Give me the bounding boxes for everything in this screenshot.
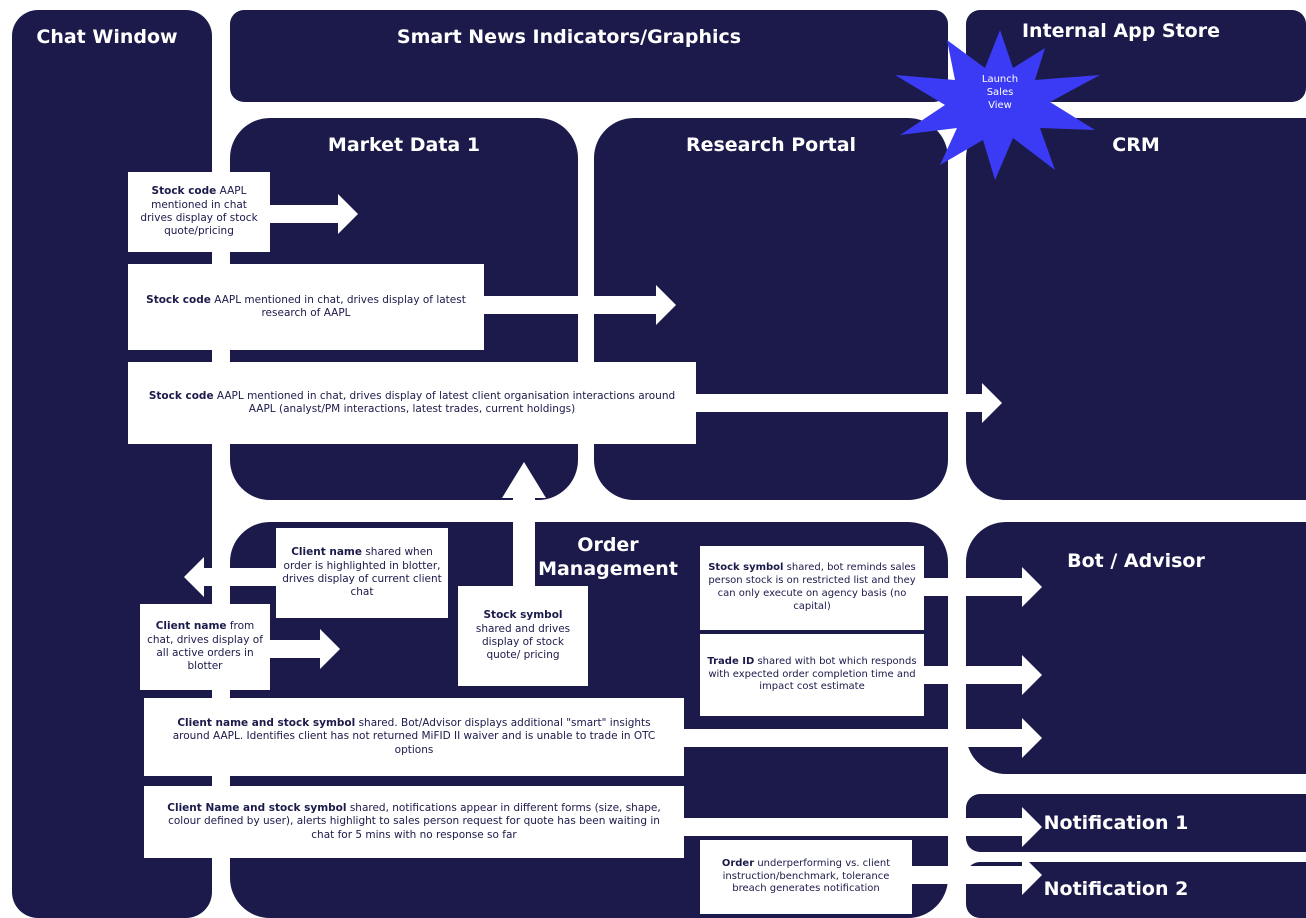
note-text: underperforming vs. client instruction/b… <box>722 857 891 895</box>
notification-2-panel: Notification 2 <box>966 862 1306 918</box>
launch-sales-view-label: Launch Sales View <box>981 74 1019 111</box>
launch-sales-view-burst[interactable]: Launch Sales View <box>895 30 1105 180</box>
note-text: AAPL mentioned in chat, drives display o… <box>213 389 676 415</box>
note-client-name-blotter: Client name shared when order is highlig… <box>276 528 448 618</box>
note-order-underperforming: Order underperforming vs. client instruc… <box>700 840 912 914</box>
smart-news-title: Smart News Indicators/Graphics <box>396 26 742 48</box>
notification-1-title: Notification 1 <box>1043 812 1189 834</box>
note-trade-id: Trade ID shared with bot which responds … <box>700 634 924 716</box>
note-stock-symbol-quote: Stock symbol shared and drives display o… <box>458 586 588 686</box>
note-stock-code-research: Stock code AAPL mentioned in chat, drive… <box>128 264 484 350</box>
note-bold: Stock symbol <box>708 562 784 574</box>
note-bold: Stock code <box>146 293 211 306</box>
notification-2-title: Notification 2 <box>1043 878 1189 900</box>
note-text: AAPL mentioned in chat, drives display o… <box>210 293 466 319</box>
note-bold: Order <box>721 857 755 869</box>
note-text: shared and drives display of stock quote… <box>475 622 571 662</box>
note-bold: Stock code <box>148 389 214 402</box>
note-bold: Stock symbol <box>483 609 563 622</box>
note-text: shared. Bot/Advisor displays additional … <box>172 716 656 756</box>
note-text: shared when order is highlighted in blot… <box>282 546 442 599</box>
chat-window-title: Chat Window <box>36 26 178 48</box>
note-bold: Stock code <box>151 185 217 198</box>
smart-news-panel: Smart News Indicators/Graphics <box>230 10 948 102</box>
app-store-title: Internal App Store <box>1021 20 1220 42</box>
note-text: AAPL mentioned in chat drives display of… <box>140 185 258 238</box>
note-bold: Client Name and stock symbol <box>167 801 347 814</box>
crm-panel: CRM <box>966 118 1306 500</box>
bot-advisor-panel: Bot / Advisor <box>966 522 1306 774</box>
research-portal-title: Research Portal <box>685 134 857 156</box>
note-client-name-orders: Client name from chat, drives display of… <box>140 604 270 690</box>
note-text: shared, bot reminds sales person stock i… <box>708 562 916 612</box>
note-text: from chat, drives display of all active … <box>147 620 263 673</box>
notification-1-panel: Notification 1 <box>966 794 1306 852</box>
note-stock-symbol-restricted: Stock symbol shared, bot reminds sales p… <box>700 546 924 630</box>
bot-advisor-title: Bot / Advisor <box>1067 550 1205 572</box>
note-stock-code-market-data: Stock code AAPL mentioned in chat drives… <box>128 172 270 252</box>
note-bold: Client name <box>155 620 227 633</box>
chat-window-panel: Chat Window <box>12 10 212 918</box>
note-bold: Client name <box>291 546 362 559</box>
burst-shape <box>895 30 1100 180</box>
note-bold: Trade ID <box>707 655 755 667</box>
note-text: shared, notifications appear in differen… <box>168 801 661 841</box>
crm-title: CRM <box>1112 134 1160 156</box>
note-bold: Client name and stock symbol <box>177 716 356 729</box>
note-client-and-symbol-bot: Client name and stock symbol shared. Bot… <box>144 698 684 776</box>
note-client-and-symbol-notifications: Client Name and stock symbol shared, not… <box>144 786 684 858</box>
order-management-title: Order Management <box>538 534 678 580</box>
market-data-title: Market Data 1 <box>327 134 481 156</box>
note-text: shared with bot which responds with expe… <box>708 655 917 693</box>
note-stock-code-crm: Stock code AAPL mentioned in chat, drive… <box>128 362 696 444</box>
